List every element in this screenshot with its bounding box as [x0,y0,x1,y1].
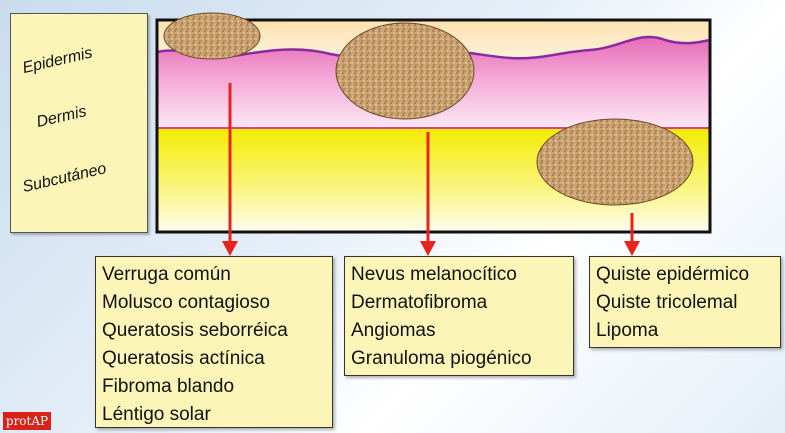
list-item: Dermatofibroma [351,289,567,317]
list-dermal-lesions: Nevus melanocítico Dermatofibroma Angiom… [344,256,574,376]
arrow-head [624,241,640,256]
list-item: Quiste tricolemal [596,289,774,317]
list-subcutaneous-lesions: Quiste epidérmico Quiste tricolemal Lipo… [589,256,781,348]
list-item: Nevus melanocítico [351,261,567,289]
list-item: Léntigo solar [102,401,326,429]
list-item: Angiomas [351,317,567,345]
list-item: Fibroma blando [102,373,326,401]
lesion-dermal [336,23,474,119]
list-item: Lipoma [596,317,774,345]
list-item: Verruga común [102,261,326,289]
lesion-epidermal [164,13,260,59]
protap-logo: protAP [3,412,51,430]
lesion-subcutaneous [537,119,693,205]
list-item: Quiste epidérmico [596,261,774,289]
list-item: Granuloma piogénico [351,345,567,373]
list-epidermal-lesions: Verruga común Molusco contagioso Querato… [95,256,333,428]
list-item: Queratosis seborréica [102,317,326,345]
arrow-head [420,241,436,256]
list-item: Queratosis actínica [102,345,326,373]
list-item: Molusco contagioso [102,289,326,317]
arrow-head [222,241,238,256]
